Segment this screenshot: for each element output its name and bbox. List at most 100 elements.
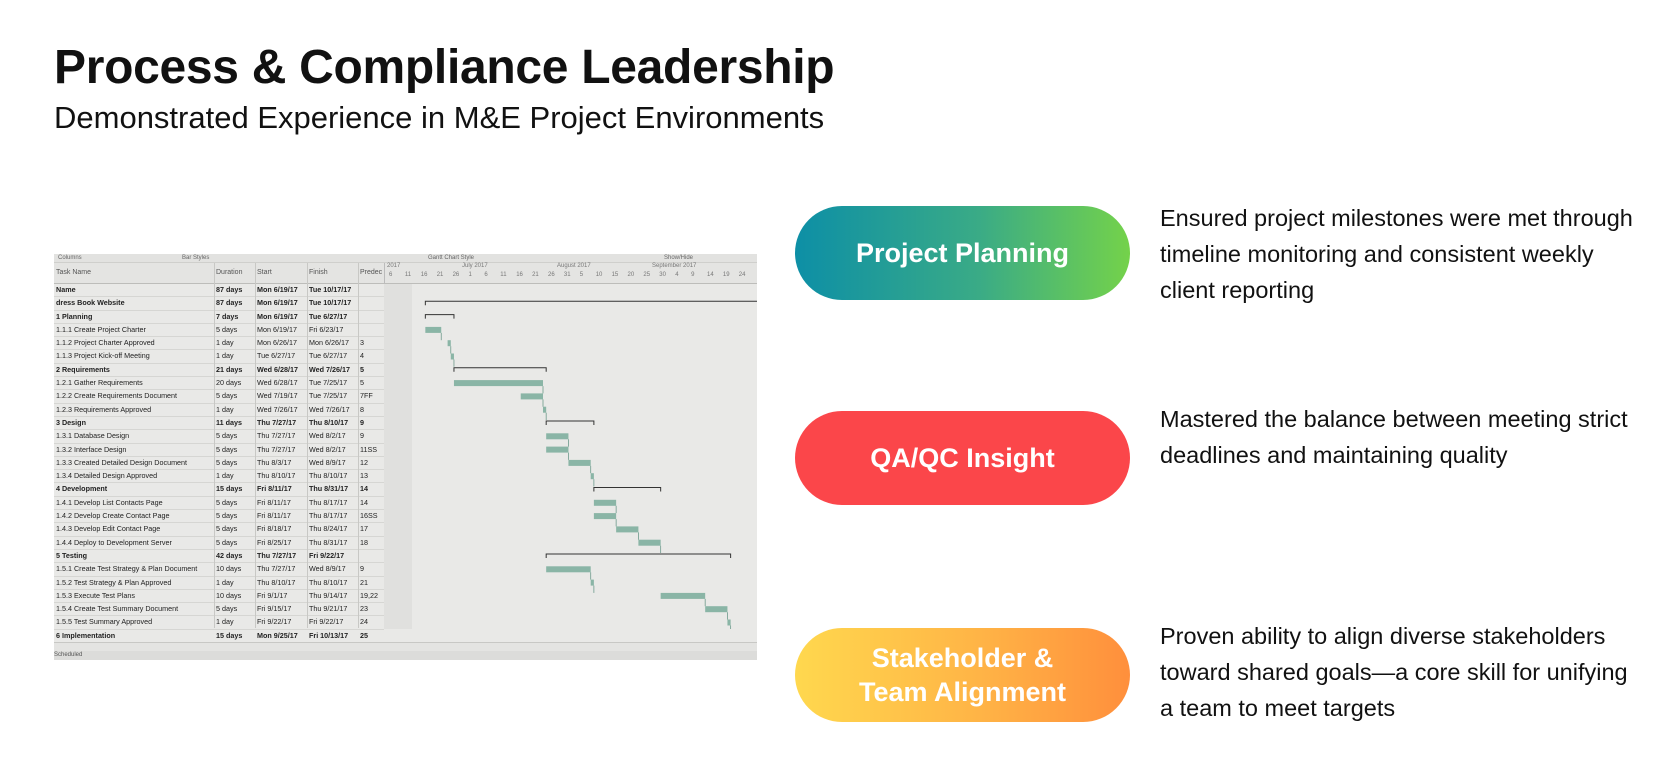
duration-cell: 5 days	[216, 604, 238, 614]
start-cell: Mon 9/25/17	[257, 630, 298, 640]
timescale-day: 10	[595, 272, 603, 278]
ribbon-group-label: Bar Styles	[182, 255, 210, 261]
duration-cell: 5 days	[216, 511, 238, 521]
gantt-ribbon: Columns Bar Styles Gantt Chart Style Sho…	[54, 254, 757, 263]
timescale-day: 21	[436, 272, 444, 278]
qa-qc-insight-pill: QA/QC Insight	[795, 411, 1130, 505]
predecessor-cell: 11SS	[360, 444, 378, 454]
predecessor-cell: 17	[360, 524, 368, 534]
finish-cell: Fri 10/13/17	[309, 630, 349, 640]
finish-cell: Tue 10/17/17	[309, 285, 352, 294]
timescale-day: 6	[484, 272, 488, 278]
predecessor-cell: 19,22	[360, 590, 378, 600]
finish-cell: Wed 8/9/17	[309, 457, 346, 467]
col-header-predecessors[interactable]: Predec	[360, 269, 383, 276]
finish-cell: Fri 9/22/17	[309, 550, 345, 560]
horizontal-scrollbar[interactable]	[54, 642, 757, 651]
task-name-cell: 1.3.2 Interface Design	[56, 444, 127, 454]
start-cell: Fri 8/11/17	[257, 497, 291, 507]
task-name-cell: 1.1.2 Project Charter Approved	[56, 338, 155, 348]
gantt-timescale: 2017 July 2017 August 2017 September 201…	[384, 263, 757, 284]
duration-cell: 5 days	[216, 324, 238, 334]
predecessor-cell: 8	[360, 404, 364, 414]
timescale-day: 5	[579, 272, 584, 278]
task-bar	[450, 353, 454, 360]
summary-bar	[593, 487, 662, 492]
gantt-table-header: Task Name Duration Start Finish Predec	[54, 263, 384, 284]
task-name-cell: dress Book Website	[56, 298, 125, 308]
task-name-cell: 4 Development	[56, 484, 108, 494]
timescale-day: 9	[691, 272, 695, 278]
timescale-day: 15	[611, 272, 619, 278]
timescale-day: 1	[468, 272, 472, 278]
start-cell: Wed 7/19/17	[257, 391, 298, 401]
col-header-name[interactable]: Task Name	[56, 269, 92, 276]
finish-cell: Wed 7/26/17	[309, 364, 351, 374]
task-bar	[590, 473, 594, 480]
column-divider	[214, 263, 215, 628]
task-bar	[568, 459, 591, 466]
duration-cell: 20 days	[216, 378, 242, 388]
predecessor-cell: 25	[360, 630, 368, 640]
ribbon-group-label: Show/Hide	[664, 255, 694, 261]
gantt-chart-screenshot: Columns Bar Styles Gantt Chart Style Sho…	[54, 254, 757, 660]
duration-cell: 5 days	[216, 524, 238, 534]
start-cell: Fri 9/1/17	[257, 590, 288, 600]
stakeholder-alignment-pill: Stakeholder & Team Alignment	[795, 628, 1130, 722]
start-cell: Fri 8/25/17	[257, 537, 292, 547]
duration-cell: 5 days	[216, 431, 238, 441]
finish-cell: Tue 6/27/17	[309, 351, 348, 361]
col-header-start[interactable]: Start	[257, 269, 272, 276]
task-bar	[727, 619, 731, 626]
task-bar	[546, 446, 569, 453]
finish-cell: Thu 8/10/17	[309, 577, 348, 587]
finish-cell: Tue 7/25/17	[309, 391, 348, 401]
table-row[interactable]: 1.4.3 Develop Edit Contact Page 5 days Fri…	[54, 523, 384, 537]
predecessor-cell: 16SS	[360, 511, 378, 521]
start-cell: Fri 8/18/17	[257, 524, 292, 534]
finish-cell: Thu 8/31/17	[309, 484, 349, 494]
start-cell: Thu 7/27/17	[257, 417, 297, 427]
col-header-duration[interactable]: Duration	[216, 269, 243, 276]
duration-cell: 1 day	[216, 617, 234, 627]
task-name-cell: 1.4.3 Develop Edit Contact Page	[56, 524, 161, 534]
table-row[interactable]: 1.5.1 Create Test Strategy & Plan Docume…	[54, 563, 384, 577]
pill-label: QA/QC Insight	[870, 443, 1055, 473]
finish-cell: Thu 8/17/17	[309, 511, 348, 521]
duration-cell: 5 days	[216, 457, 238, 467]
task-name-cell: 1.5.5 Test Summary Approved	[56, 617, 153, 627]
finish-cell: Tue 6/27/17	[309, 311, 348, 321]
col-header-finish[interactable]: Finish	[309, 269, 328, 276]
timescale-day: 14	[707, 272, 714, 278]
timescale-day: 19	[722, 272, 730, 278]
timescale-month: 2017	[387, 263, 401, 269]
predecessor-cell: 23	[360, 604, 368, 614]
finish-cell: Thu 8/24/17	[309, 524, 348, 534]
task-bar	[705, 606, 728, 613]
summary-bar	[545, 553, 732, 558]
